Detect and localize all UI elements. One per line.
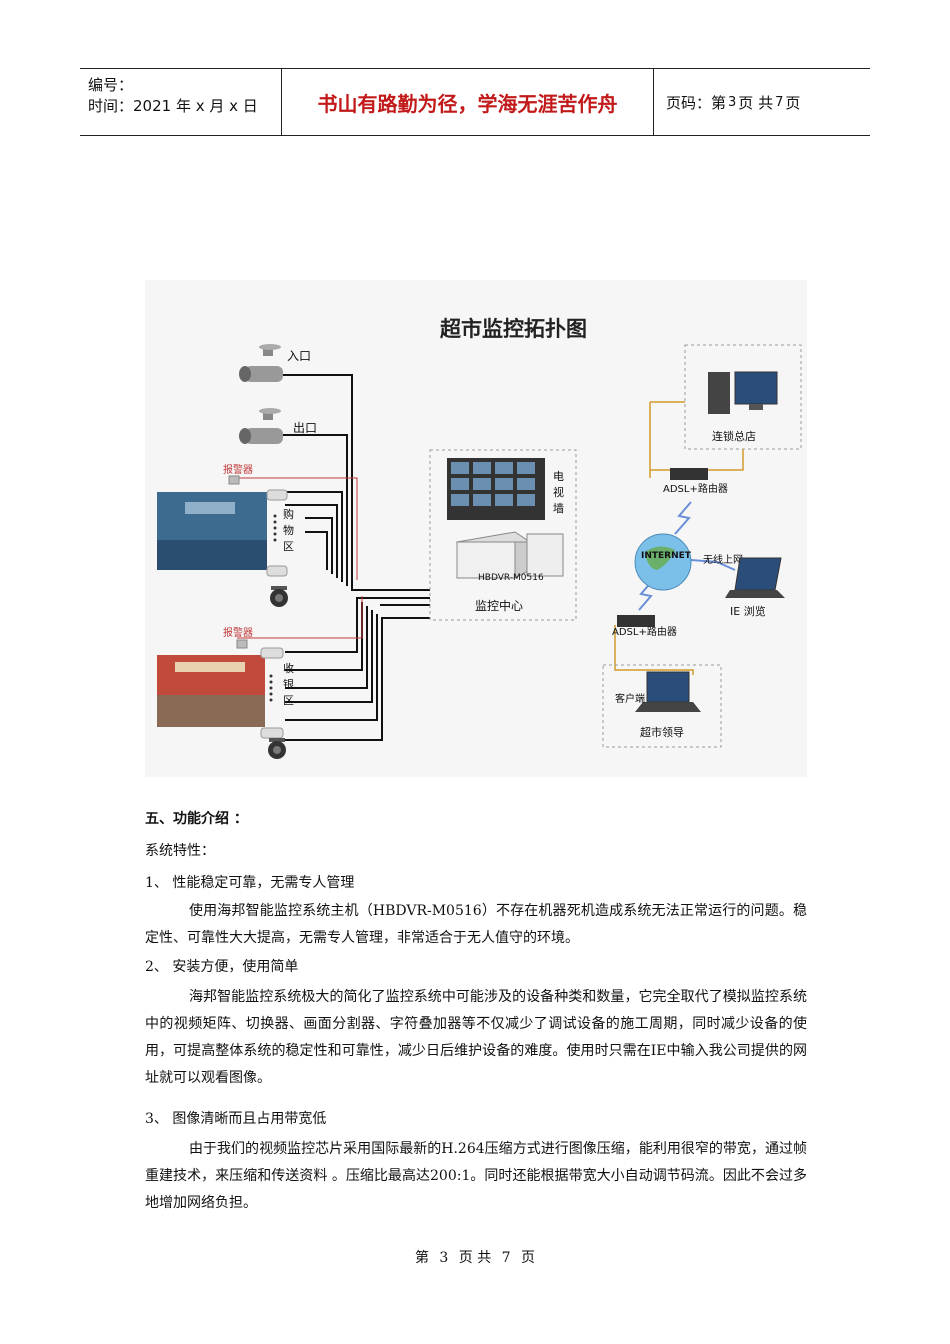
wireless-link — [674, 501, 692, 535]
hq-label: 连锁总店 — [712, 429, 756, 443]
footer-current: 3 — [439, 1250, 449, 1266]
router-icon — [617, 615, 655, 627]
page-header: 编号： 时间：2021 年 x 月 x 日 书山有路勤为径，学海无涯苦作舟 页码… — [80, 68, 870, 136]
pc-icon — [708, 372, 730, 414]
checkout-zone-label-3: 区 — [283, 694, 294, 707]
diagram-title: 超市监控拓扑图 — [440, 317, 587, 341]
photo-shade — [175, 662, 245, 672]
wireless-label: 无线上网 — [703, 553, 743, 566]
monitor-icon — [526, 533, 564, 577]
laptop-icon — [635, 671, 701, 712]
page-suffix: 页 — [785, 93, 801, 112]
footer-mid: 页 共 — [458, 1250, 492, 1266]
wiring — [273, 374, 430, 741]
alarm-device — [236, 639, 248, 649]
hq-link — [650, 449, 744, 471]
page-prefix: 页码：第 — [666, 93, 727, 112]
feature-body-2: 海邦智能监控系统极大的简化了监控系统中可能涉及的设备种类和数量，它完全取代了模拟… — [145, 989, 807, 1086]
section-heading: 五、功能介绍 ： — [145, 811, 248, 827]
shopping-zone-label-1: 购 — [283, 507, 294, 521]
manager-box — [602, 664, 722, 748]
checkout-zone-label-1: 收 — [283, 661, 294, 675]
page-footer: 第 3 页 共 7 页 — [0, 1247, 950, 1267]
header-page-number: 页码：第 3 页 共 7 页 — [654, 69, 870, 135]
page-current: 3 — [728, 94, 737, 110]
dvr-host-icon — [455, 531, 532, 579]
control-center-box — [429, 449, 577, 621]
zone-dots — [269, 674, 273, 702]
shopping-zone-label-3: 区 — [283, 540, 294, 553]
checkout-zone-label-2: 银 — [283, 677, 294, 691]
control-center-label: 监控中心 — [475, 598, 523, 613]
dome-camera-icon — [268, 738, 286, 759]
tv-wall-label-2: 视 — [553, 485, 564, 499]
laptop-icon — [725, 557, 785, 598]
entrance-label: 入口 — [287, 349, 311, 363]
monitor-icon — [734, 371, 778, 405]
feature-body-1: 使用海邦智能监控系统主机（HBDVR-M0516）不存在机器死机造成系统无法正常… — [145, 903, 807, 946]
number-label: 编号： — [88, 76, 134, 94]
page-mid: 页 共 — [738, 93, 774, 112]
feature-title-2: 2、 安装方便，使用简单 — [145, 959, 299, 975]
zone-cameras — [266, 489, 288, 577]
alarm-label-1: 报警器 — [223, 463, 253, 476]
router-top-label: ADSL+路由器 — [663, 482, 728, 495]
camera-icon — [239, 344, 283, 382]
wireless-link — [690, 559, 736, 571]
shopping-zone-label-2: 物 — [283, 523, 294, 537]
topology-diagram: 超市监控拓扑图 入口 — [145, 280, 807, 777]
alarm-label-2: 报警器 — [223, 626, 253, 639]
footer-total: 7 — [501, 1250, 511, 1266]
tv-wall-screens — [451, 462, 535, 506]
photo-shade — [157, 540, 267, 570]
feature-title-3: 3、 图像清晰而且占用带宽低 — [145, 1111, 327, 1127]
router-icon — [670, 468, 708, 480]
section-subheading: 系统特性： — [145, 843, 215, 859]
footer-prefix: 第 — [414, 1250, 429, 1266]
photo-shade — [157, 695, 265, 727]
header-meta: 编号： 时间：2021 年 x 月 x 日 — [80, 69, 282, 135]
header-motto: 书山有路勤为径，学海无涯苦作舟 — [282, 69, 654, 135]
tv-wall-label-3: 墙 — [553, 501, 564, 515]
photo-shade — [185, 502, 235, 514]
manager-link — [614, 625, 694, 675]
alarm-wiring — [237, 477, 363, 639]
time-label: 时间：2021 年 x 月 x 日 — [88, 97, 258, 115]
dome-camera-icon — [270, 586, 288, 607]
exit-label: 出口 — [293, 421, 317, 435]
feature-title-1: 1、 性能稳定可靠，无需专人管理 — [145, 875, 355, 891]
tv-wall-label-1: 电 — [553, 470, 564, 483]
manager-label: 超市领导 — [640, 725, 684, 739]
wireless-link — [638, 579, 654, 611]
monitor-stand — [749, 404, 763, 410]
dvr-model: HBDVR-M0516 — [478, 573, 544, 583]
router-bottom-label: ADSL+路由器 — [612, 625, 677, 638]
feature-body-3: 由于我们的视频监控芯片采用国际最新的H.264压缩方式进行图像压缩，能利用很窄的… — [145, 1141, 807, 1211]
zone-dots — [273, 514, 277, 542]
footer-suffix: 页 — [521, 1250, 536, 1266]
page-total: 7 — [775, 94, 784, 110]
globe-land — [645, 546, 675, 570]
ie-browse-label: IE 浏览 — [730, 604, 766, 618]
alarm-device — [228, 475, 240, 485]
camera-icon — [239, 408, 283, 444]
internet-label: INTERNET — [641, 551, 692, 561]
client-label: 客户端 — [615, 692, 645, 705]
